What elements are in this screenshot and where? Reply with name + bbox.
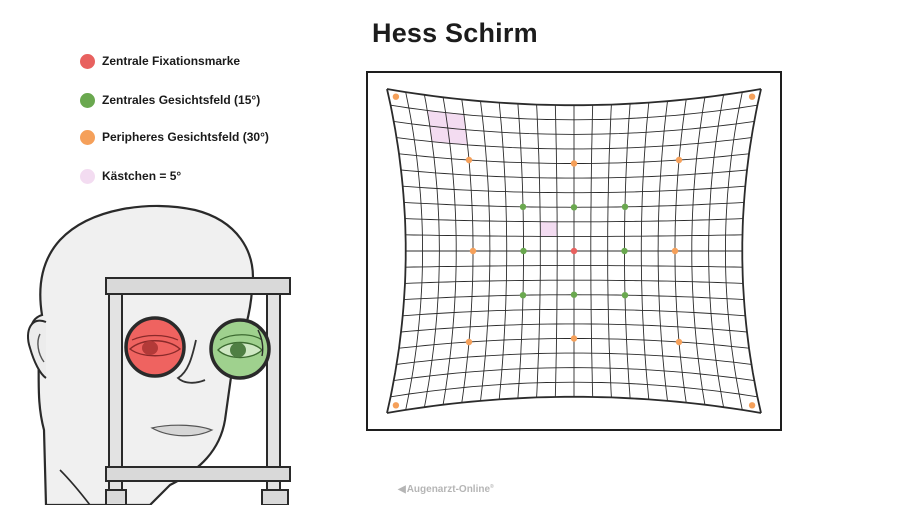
legend-item-central-field: Zentrales Gesichtsfeld (15°) [80,91,340,111]
legend-label: Zentrales Gesichtsfeld (15°) [102,93,261,107]
legend-item-peripheral-field: Peripheres Gesichtsfeld (30°) [80,128,340,148]
legend-item-central-fixation: Zentrale Fixationsmarke [80,52,340,72]
peripheral-field-dot [570,335,578,342]
central-field-dot [570,204,578,211]
peripheral-field-dot [675,156,683,164]
grid-line-horizontal [390,381,758,398]
central-field-dot [570,291,578,298]
peripheral-field-dot [570,160,578,167]
peripheral-field-dot [748,93,756,100]
watermark: ◀Augenarzt-Online® [398,484,494,495]
grid-line-horizontal [400,323,748,333]
legend-label: Peripheres Gesichtsfeld (30°) [102,130,269,144]
watermark-suffix: ® [490,484,494,490]
central-field-dot [621,203,629,210]
central-field-dot [520,247,527,255]
legend-item-box-size: Kästchen = 5° [80,167,340,187]
grid-line-horizontal [405,234,743,237]
grid-line-horizontal [386,395,762,414]
highlight-box-small [540,221,558,237]
grid-line-horizontal [393,120,755,135]
legend-swatch [80,169,95,184]
grid-line-horizontal [386,88,762,107]
central-fixation-dot [570,247,578,255]
grid-line-horizontal [405,265,743,268]
grid-line-horizontal [390,104,758,121]
central-field-dot [519,203,527,210]
peripheral-field-dot [465,338,473,346]
highlight-box-large [447,128,468,145]
peripheral-field-dot [465,156,473,164]
peripheral-field-dot [392,402,400,409]
grid-line-horizontal [396,352,752,365]
central-field-dot [621,292,629,299]
grid-line-horizontal [402,185,746,194]
grid-line-horizontal [402,308,746,317]
highlight-box-large [427,110,448,129]
watermark-brand: Augenarzt-Online [406,484,491,495]
peripheral-field-dot [748,402,756,409]
central-field-dot [519,292,527,299]
legend-swatch [80,130,95,145]
peripheral-field-dot [671,247,679,255]
page-title: Hess Schirm [372,18,538,48]
grid-line-horizontal [400,169,748,179]
grid-line-horizontal [393,367,755,382]
peripheral-field-dot [469,247,477,255]
highlight-box-large [429,126,450,144]
legend-label: Kästchen = 5° [102,169,182,183]
legend-swatch [80,54,95,69]
peripheral-field-dot [392,93,400,100]
watermark-arrow-icon: ◀ [398,484,406,495]
legend-swatch [80,93,95,108]
grid-line-horizontal [396,137,752,150]
highlight-box-large [445,112,466,130]
grid-line-horizontal [404,279,744,284]
central-field-dot [621,247,628,255]
peripheral-field-dot [675,338,683,346]
legend-label: Zentrale Fixationsmarke [102,54,241,68]
grid-line-horizontal [404,218,744,223]
